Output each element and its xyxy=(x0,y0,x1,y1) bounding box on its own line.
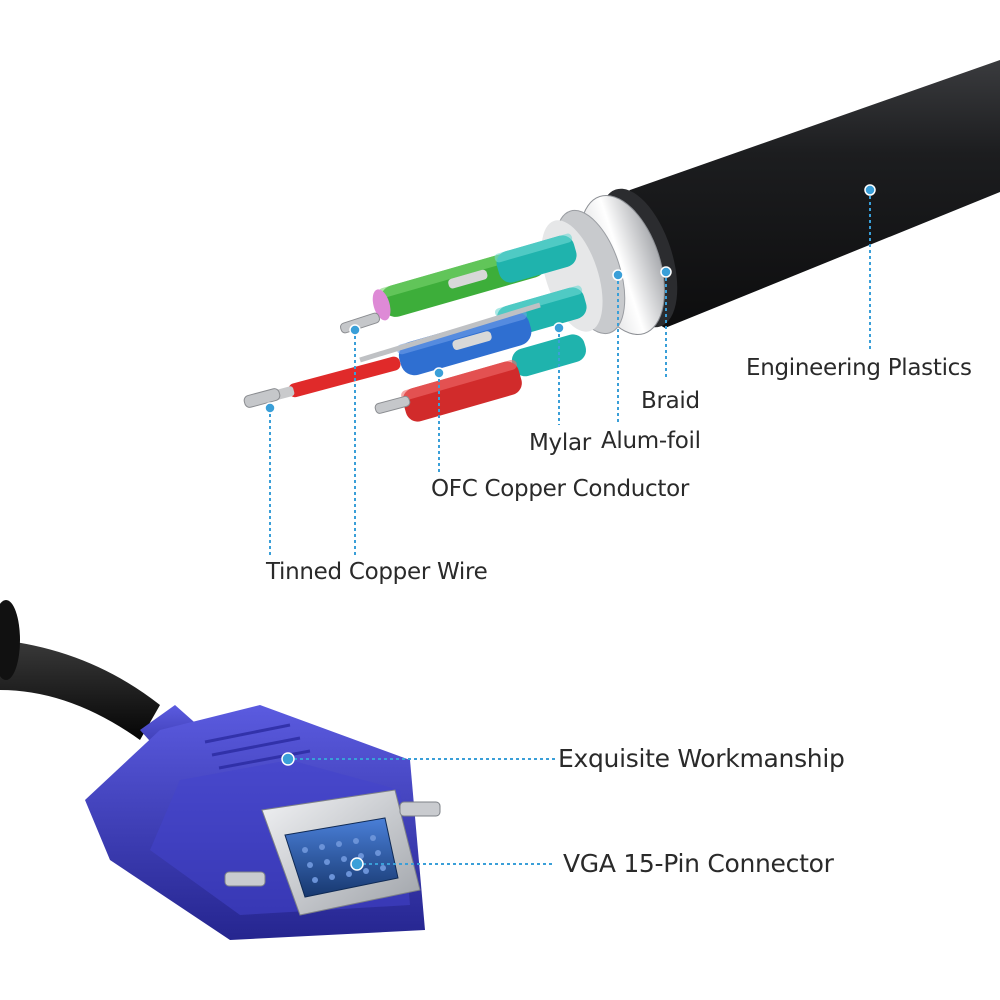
connector-cable xyxy=(0,640,160,740)
label-tinned-copper-wire: Tinned Copper Wire xyxy=(266,559,488,585)
label-mylar: Mylar xyxy=(529,430,591,456)
callout-leaders xyxy=(264,184,876,871)
thumbscrew-icon xyxy=(224,801,441,887)
label-vga-15-pin-connector: VGA 15-Pin Connector xyxy=(563,849,834,878)
thin-red-wire xyxy=(264,356,401,403)
cable-cross-section-icon xyxy=(243,60,1000,422)
label-engineering-plastics: Engineering Plastics xyxy=(746,355,972,381)
teal-conductor-top xyxy=(494,233,577,283)
label-ofc-copper-conductor: OFC Copper Conductor xyxy=(431,476,690,502)
label-exquisite-workmanship: Exquisite Workmanship xyxy=(558,744,845,773)
jacket-shape xyxy=(611,60,1000,328)
vga-connector-icon xyxy=(0,600,441,940)
label-alum-foil: Alum-foil xyxy=(601,428,701,454)
red-conductor xyxy=(401,359,522,422)
drain-wire xyxy=(359,302,541,363)
tinned-wire-tip xyxy=(243,388,281,408)
tinned-wire-tip xyxy=(374,395,411,414)
teal-conductor-bottom xyxy=(511,334,587,377)
label-braid: Braid xyxy=(641,388,700,414)
